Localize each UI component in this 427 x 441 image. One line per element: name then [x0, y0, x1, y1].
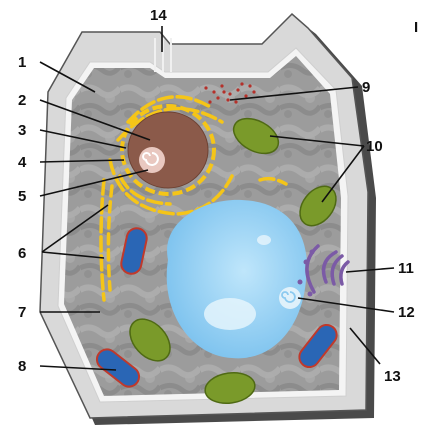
ribosome-dot — [204, 86, 207, 89]
ribosome-dot — [244, 94, 247, 97]
corner-glyph: I — [414, 19, 418, 36]
vacuole-spiral — [279, 287, 301, 309]
ribosome-dot — [248, 84, 251, 87]
label-1: 1 — [18, 54, 26, 71]
ribosome-dot — [212, 90, 215, 93]
nucleus — [122, 106, 214, 194]
label-10: 10 — [366, 138, 383, 155]
label-14: 14 — [150, 7, 167, 24]
label-11: 11 — [398, 260, 414, 277]
ribosome-dot — [208, 100, 211, 103]
ribosome-dot — [236, 88, 239, 91]
label-8: 8 — [18, 358, 26, 375]
ribosome-dot — [228, 92, 231, 95]
label-3: 3 — [18, 122, 26, 139]
label-5: 5 — [18, 188, 26, 205]
ribosome-dot — [216, 96, 219, 99]
label-4: 4 — [18, 154, 27, 171]
label-12: 12 — [398, 304, 415, 321]
ribosome-dot — [222, 90, 225, 93]
ribosome-dot — [234, 100, 237, 103]
label-2: 2 — [18, 92, 26, 109]
label-6: 6 — [18, 245, 26, 262]
ribosome-dot — [252, 90, 255, 93]
ribosome-dot — [240, 82, 243, 85]
nucleolus — [139, 147, 165, 173]
ribosome-dot — [220, 84, 223, 87]
label-9: 9 — [362, 79, 370, 96]
label-7: 7 — [18, 304, 26, 321]
ribosome-dot — [226, 98, 229, 101]
label-13: 13 — [384, 368, 401, 385]
